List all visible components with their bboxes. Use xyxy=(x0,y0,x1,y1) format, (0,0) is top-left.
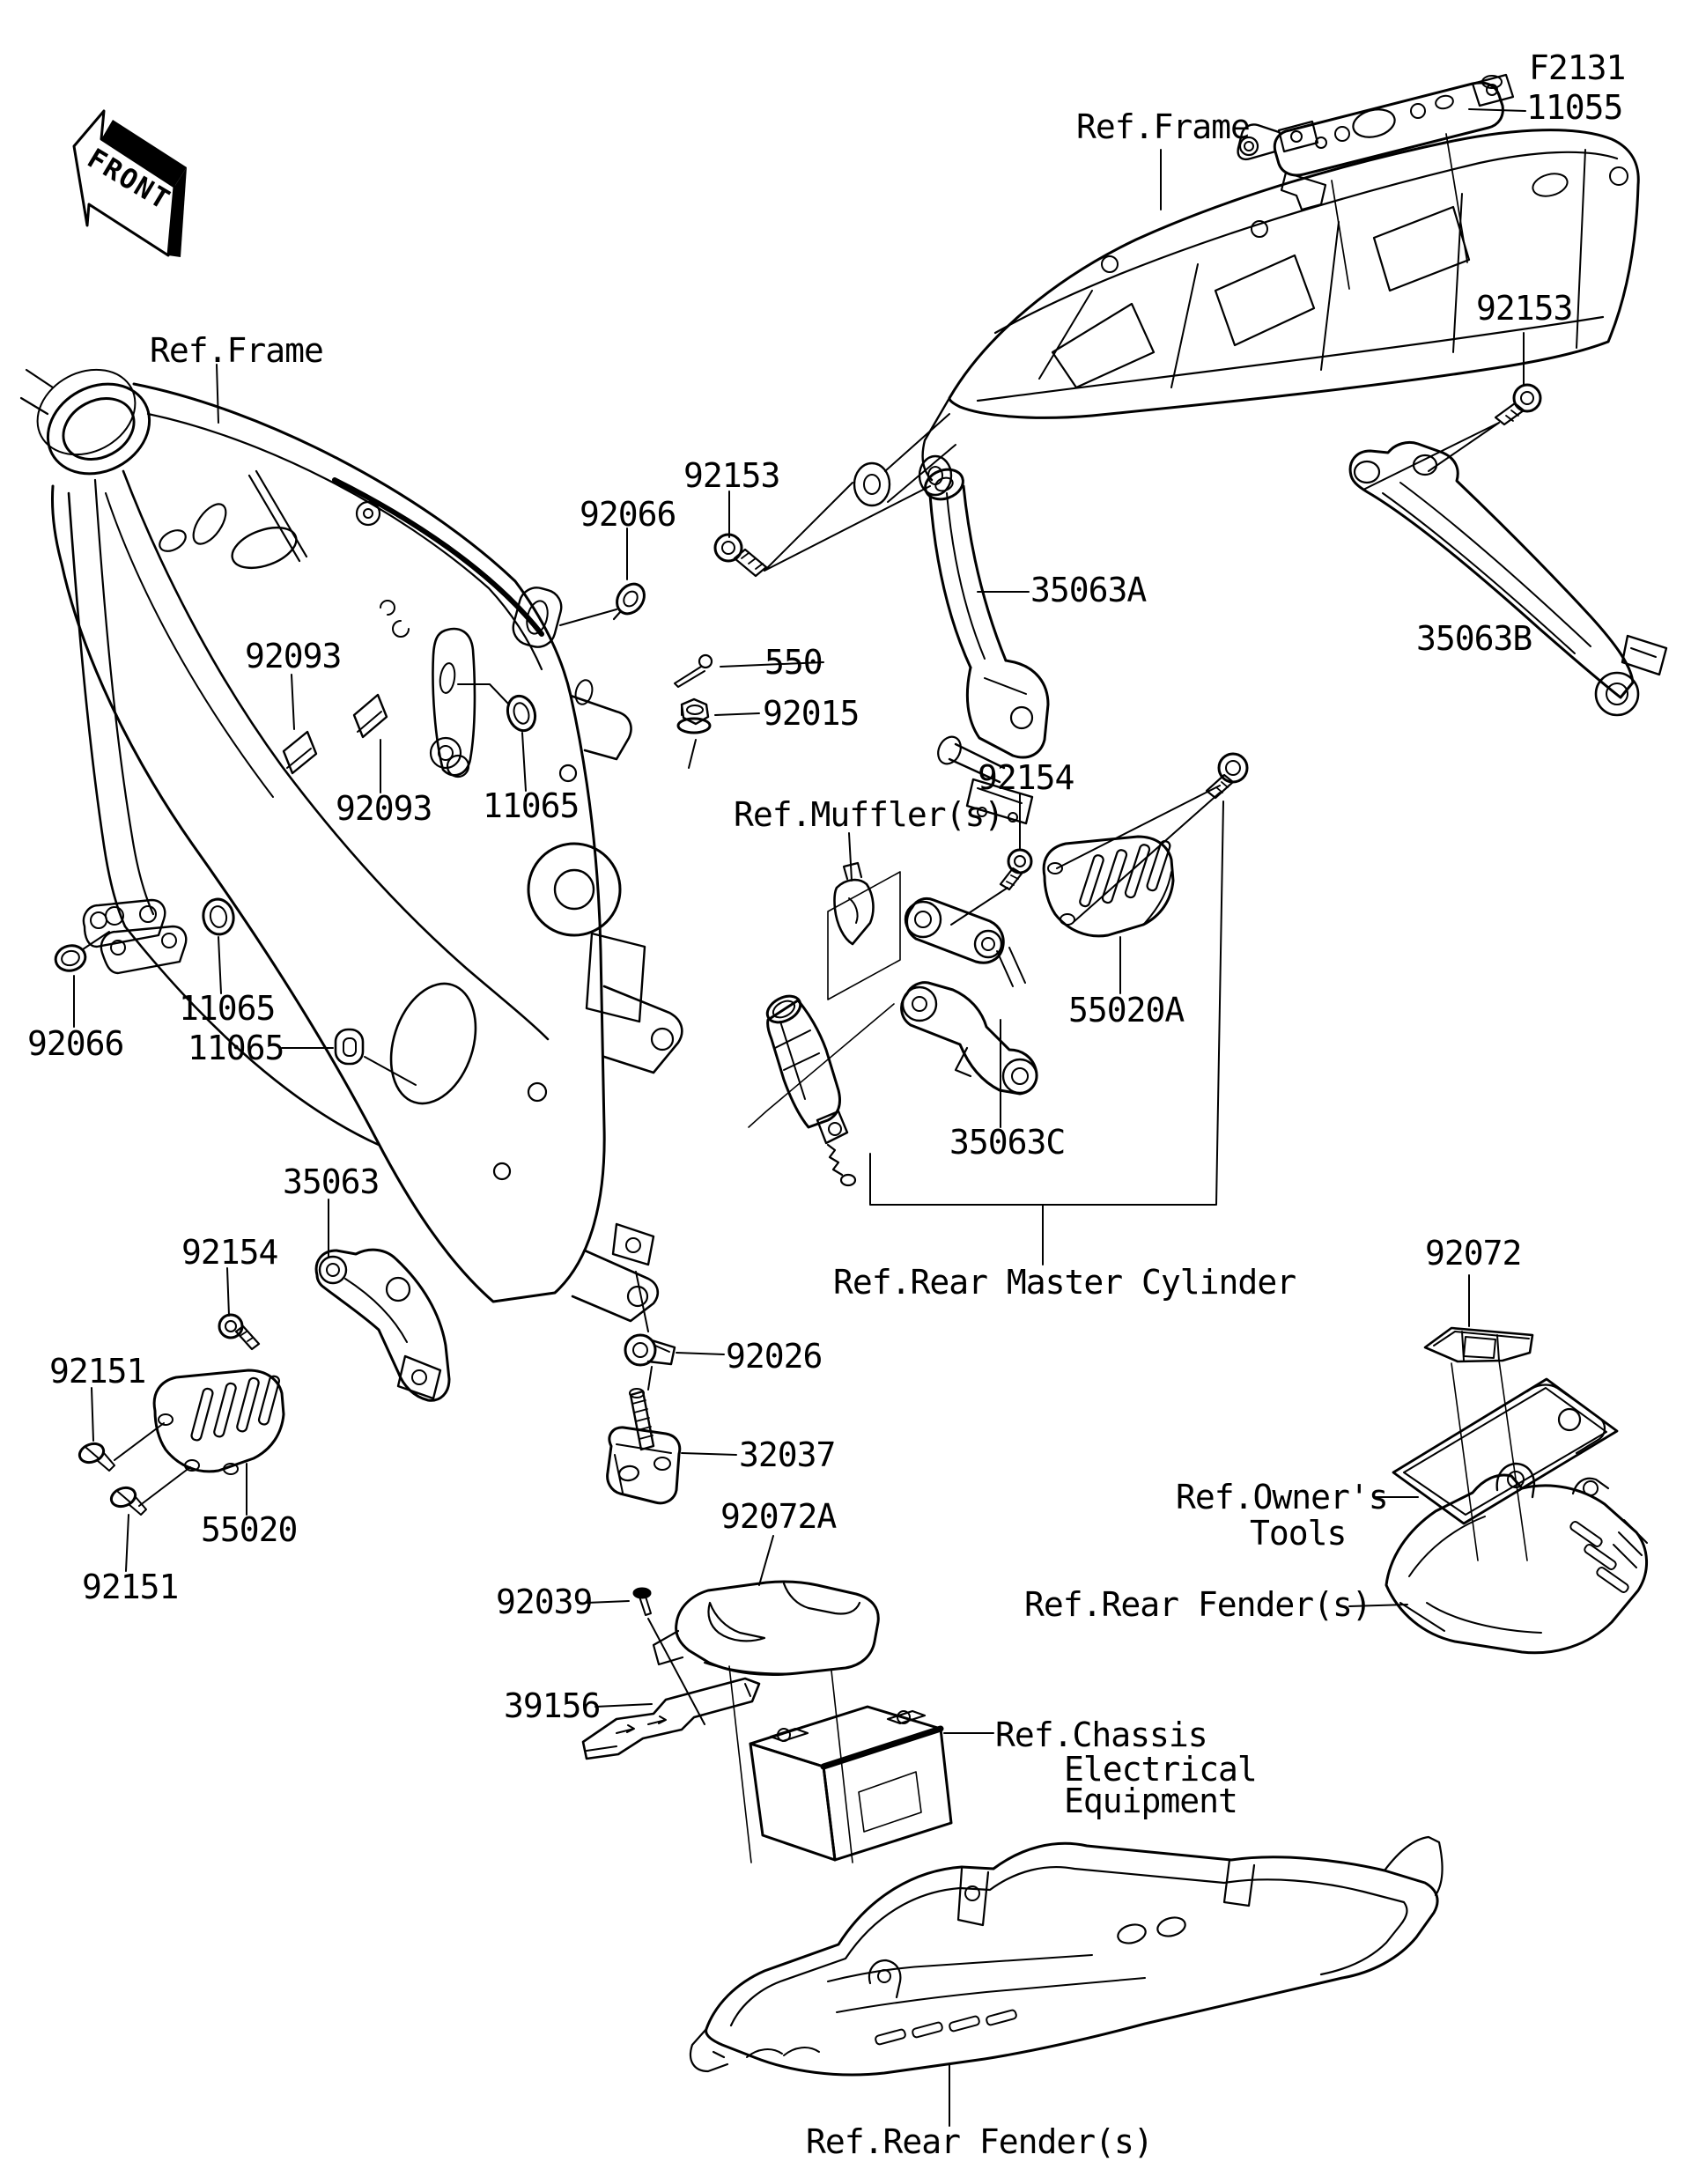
label-92154-left: 92154 xyxy=(181,1233,278,1272)
rivet-92039-drawing xyxy=(632,1587,652,1616)
label-92154-right: 92154 xyxy=(978,758,1074,797)
bracket-35063-drawing xyxy=(314,1248,451,1402)
battery-band-39156-drawing xyxy=(581,1677,761,1760)
label-ref-frame-left: Ref.Frame xyxy=(150,331,324,370)
label-55020: 55020 xyxy=(201,1510,298,1549)
bracket-35063a-drawing xyxy=(924,468,1050,825)
main-frame-drawing xyxy=(19,368,683,1323)
battery-cover-drawing xyxy=(652,1580,880,1863)
bracket-35063c-drawing xyxy=(900,896,1038,1096)
label-92066-left: 92066 xyxy=(27,1024,124,1063)
label-ref-chassis-1: Ref.Chassis xyxy=(995,1715,1208,1754)
label-f2131: F2131 xyxy=(1529,48,1626,87)
fasteners-drawing xyxy=(54,383,1542,1516)
eyelet-92026-drawing xyxy=(624,1333,676,1367)
heat-guard-55020a-drawing xyxy=(1042,835,1175,938)
label-ref-owners-tools-2: Tools xyxy=(1250,1514,1347,1553)
label-39156: 39156 xyxy=(504,1686,601,1725)
label-ref-chassis-3: Equipment xyxy=(1064,1782,1238,1820)
label-92093-bottom: 92093 xyxy=(336,789,432,828)
label-code-11055: 11055 xyxy=(1526,88,1623,127)
label-92072a: 92072A xyxy=(720,1497,837,1536)
label-35063b: 35063B xyxy=(1416,619,1532,658)
label-35063: 35063 xyxy=(283,1162,380,1201)
label-ref-rear-master-cylinder: Ref.Rear Master Cylinder xyxy=(833,1263,1296,1302)
label-35063a: 35063A xyxy=(1030,571,1147,609)
heat-guard-55020-drawing xyxy=(152,1369,285,1475)
label-92151-top: 92151 xyxy=(49,1352,146,1391)
label-ref-frame-top: Ref.Frame xyxy=(1076,107,1251,146)
crossmember-11055-drawing xyxy=(1237,73,1515,290)
label-92151-bottom: 92151 xyxy=(82,1568,179,1606)
label-ref-owners-tools-1: Ref.Owner's xyxy=(1176,1478,1389,1516)
label-92026: 92026 xyxy=(726,1337,823,1376)
label-ref-mufflers: Ref.Muffler(s) xyxy=(734,795,1004,834)
label-55020a: 55020A xyxy=(1068,991,1185,1029)
label-92039: 92039 xyxy=(496,1583,593,1621)
leader-lines xyxy=(73,108,1526,2127)
tool-kit-drawing xyxy=(1392,1326,1619,1561)
label-11065-left-2: 11065 xyxy=(188,1029,284,1067)
label-11065-mid: 11065 xyxy=(483,786,580,825)
label-550: 550 xyxy=(764,643,823,682)
label-11065-left-1: 11065 xyxy=(179,989,276,1028)
battery-drawing xyxy=(749,1705,953,1862)
label-92066-top: 92066 xyxy=(580,495,676,534)
rear-subframe-drawing xyxy=(853,129,1640,507)
label-ref-rear-fender-right: Ref.Rear Fender(s) xyxy=(1024,1585,1372,1624)
label-92153-mid: 92153 xyxy=(683,456,780,495)
label-92093-top: 92093 xyxy=(245,637,342,675)
label-92072: 92072 xyxy=(1425,1234,1522,1273)
label-32037: 32037 xyxy=(739,1435,836,1474)
master-cylinder-drawing xyxy=(765,994,857,1187)
label-35063c: 35063C xyxy=(949,1123,1066,1162)
rear-fender-right-drawing xyxy=(1385,1462,1649,1655)
label-ref-rear-fender-bottom: Ref.Rear Fender(s) xyxy=(806,2122,1154,2161)
label-92153-right: 92153 xyxy=(1476,289,1573,328)
label-ref-chassis-2: Electrical xyxy=(1064,1750,1258,1789)
rear-fender-bottom-drawing xyxy=(689,1835,1444,2077)
bracket-32037-drawing xyxy=(606,1388,682,1505)
label-92015: 92015 xyxy=(763,694,860,733)
